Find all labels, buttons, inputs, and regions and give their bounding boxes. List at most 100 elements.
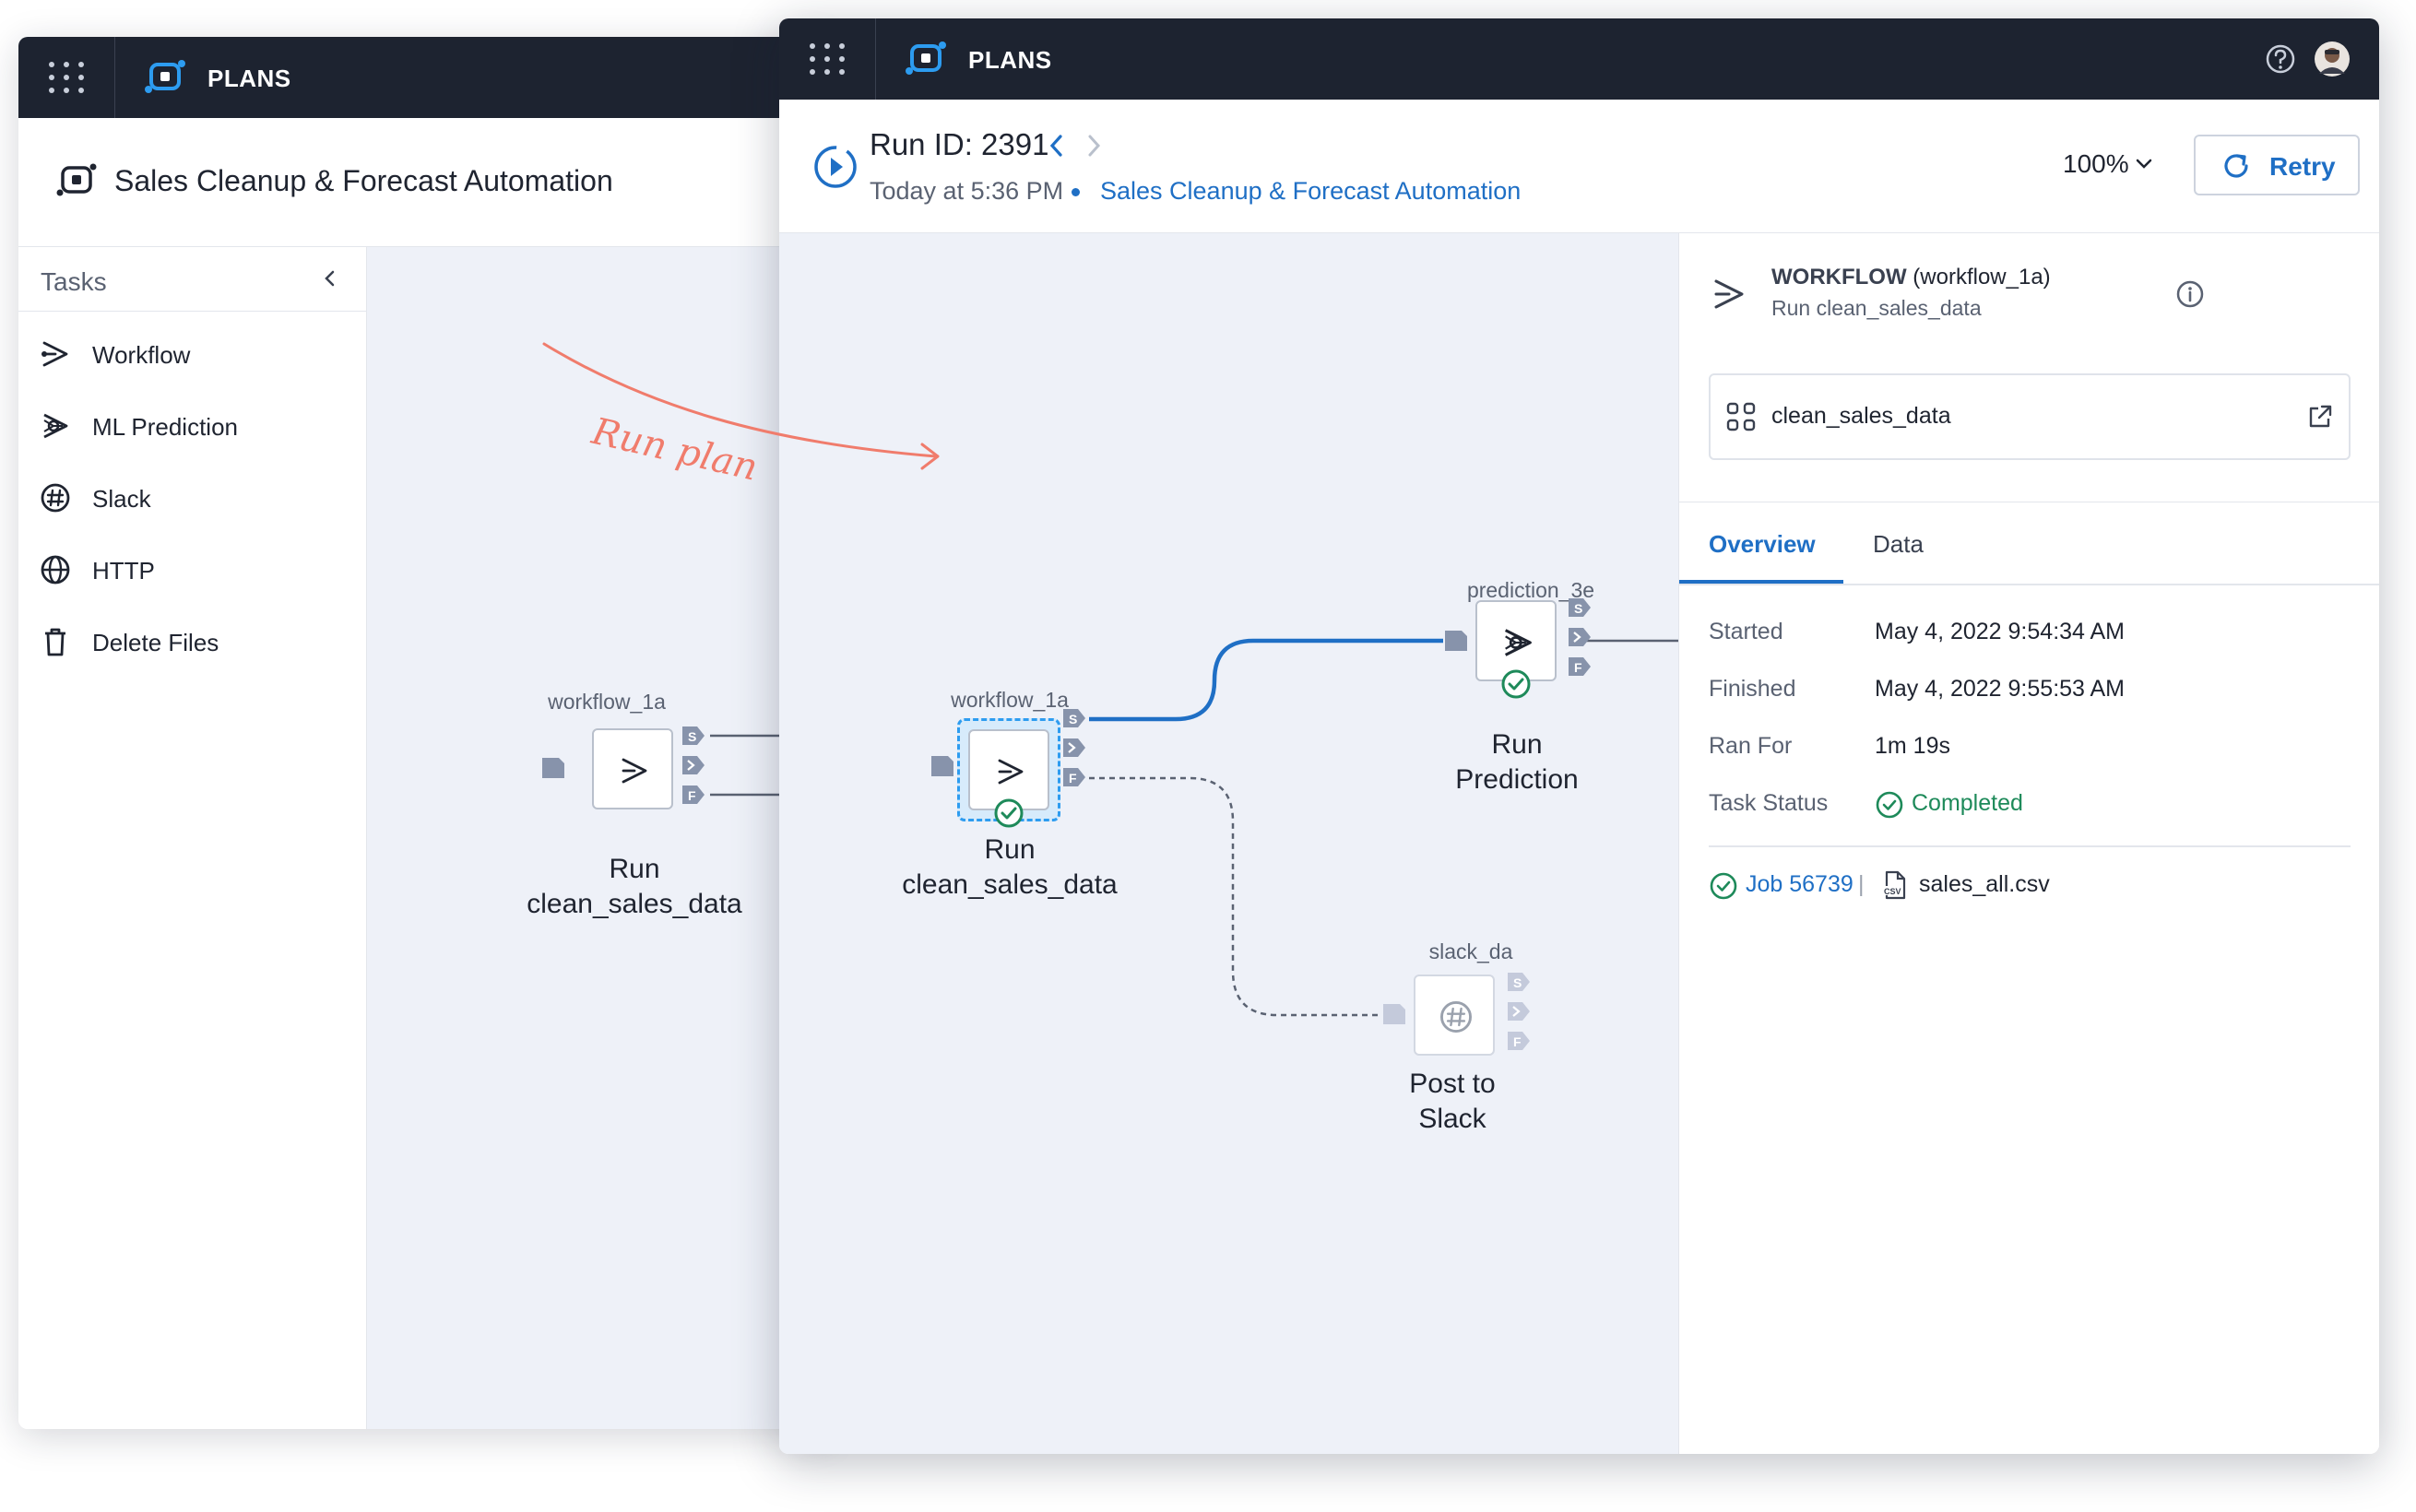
run-id: Run ID: 2391 — [870, 127, 1049, 161]
separator: | — [1858, 871, 1865, 897]
run-time: Today at 5:36 PM — [870, 177, 1064, 205]
input-port-icon — [542, 758, 564, 778]
output-ports-icon: S F — [682, 726, 705, 804]
node-label-line2: Slack — [1418, 1104, 1486, 1134]
globe-icon — [41, 555, 70, 585]
node-label-line2: Prediction — [1455, 764, 1579, 795]
chevron-right-icon[interactable] — [1080, 127, 1107, 164]
plan-link[interactable]: Sales Cleanup & Forecast Automation — [1100, 177, 1522, 205]
tab-data[interactable]: Data — [1873, 530, 1924, 558]
prediction-node[interactable] — [1475, 600, 1557, 681]
task-detail-panel: WORKFLOW (workflow_1a) Run clean_sales_d… — [1678, 233, 2379, 1454]
separator-dot — [1072, 188, 1080, 196]
divider — [1709, 845, 2351, 847]
plan-header: Sales Cleanup & Forecast Automation — [18, 118, 830, 247]
task-item-delete-files[interactable]: Delete Files — [18, 608, 367, 673]
input-port-icon — [1445, 631, 1467, 651]
chevron-left-icon[interactable] — [1043, 127, 1071, 164]
workflow-icon — [41, 341, 68, 367]
refresh-icon — [2224, 154, 2248, 178]
node-name: workflow_1a — [951, 688, 1069, 712]
started-value: May 4, 2022 9:54:34 AM — [1875, 619, 2126, 644]
workflow-node[interactable] — [592, 728, 673, 809]
brand-name: PLANS — [207, 65, 291, 92]
csv-file-icon: CSV — [1883, 870, 1906, 900]
task-item-http[interactable]: HTTP — [18, 537, 367, 601]
task-label: Workflow — [92, 341, 191, 369]
started-key: Started — [1709, 619, 1783, 644]
svg-text:S: S — [1513, 975, 1522, 990]
input-port-icon — [931, 756, 953, 776]
retry-label: Retry — [2269, 152, 2336, 181]
info-icon[interactable] — [2175, 279, 2205, 309]
task-status-key: Task Status — [1709, 790, 1829, 816]
workflow-icon — [1714, 279, 1744, 309]
ml-prediction-icon — [43, 413, 68, 439]
app-grid-icon[interactable] — [18, 37, 115, 118]
ran-for-value: 1m 19s — [1875, 733, 1950, 759]
svg-text:CSV: CSV — [1884, 887, 1901, 896]
node-label-line1: Run — [609, 854, 660, 884]
svg-text:F: F — [1513, 1034, 1522, 1049]
top-bar: PLANS — [779, 18, 2379, 100]
workflow-graph-icon — [1726, 402, 1756, 431]
tab-overview[interactable]: Overview — [1709, 530, 1816, 558]
output-ports-icon: S F — [1508, 973, 1530, 1050]
workflow-card-label: clean_sales_data — [1771, 403, 1951, 429]
plans-logo-icon — [145, 60, 185, 93]
task-type-id: (workflow_1a) — [1913, 265, 2051, 289]
plans-logo-icon — [906, 41, 946, 75]
workflow-card[interactable]: clean_sales_data — [1709, 373, 2351, 460]
task-item-workflow[interactable]: Workflow — [18, 321, 367, 385]
slack-node[interactable] — [1414, 975, 1495, 1056]
task-item-ml-prediction[interactable]: ML Prediction — [18, 393, 367, 457]
task-type-title: WORKFLOW (workflow_1a) — [1771, 265, 2051, 290]
node-label-line2: clean_sales_data — [902, 869, 1118, 900]
node-label-line1: Run — [984, 834, 1036, 865]
workflow-icon — [622, 758, 647, 784]
zoom-level[interactable]: 100% — [2063, 149, 2129, 178]
plan-editor-window: PLANS Sales Cleanup & Forecast Automatio… — [18, 37, 830, 1429]
input-port-icon — [1383, 1004, 1405, 1024]
output-ports-icon: S F — [1063, 709, 1085, 786]
output-ports-icon: S F — [1569, 598, 1591, 676]
avatar[interactable] — [2314, 41, 2351, 77]
retry-button[interactable]: Retry — [2194, 135, 2360, 195]
chevron-down-icon[interactable] — [2133, 153, 2155, 175]
help-icon[interactable] — [2264, 42, 2297, 76]
top-bar: PLANS — [18, 37, 830, 118]
ran-for-key: Ran For — [1709, 733, 1793, 759]
svg-text:F: F — [1574, 660, 1582, 675]
finished-key: Finished — [1709, 676, 1796, 702]
external-link-icon[interactable] — [2306, 403, 2334, 431]
job-link[interactable]: Job 56739 — [1746, 871, 1853, 897]
ml-prediction-icon — [1504, 629, 1532, 656]
task-status-value: Completed — [1912, 790, 2023, 816]
node-name: slack_da — [1428, 939, 1513, 963]
task-item-slack[interactable]: Slack — [18, 465, 367, 529]
run-canvas[interactable]: workflow_1a S F Run clean_sales_data pre… — [779, 233, 1678, 1454]
plan-canvas[interactable]: workflow_1a S F Run clean_sales_data — [367, 247, 830, 1429]
run-header: Run ID: 2391 Today at 5:36 PM Sales Clea… — [779, 100, 2379, 233]
tasks-sidebar: Tasks Workflow ML Prediction — [18, 247, 367, 1429]
trash-icon — [45, 628, 65, 656]
task-label: Slack — [92, 485, 151, 513]
success-check-icon — [994, 798, 1024, 828]
svg-text:S: S — [1574, 601, 1582, 616]
success-check-icon — [1876, 791, 1903, 819]
active-tab-indicator — [1679, 580, 1843, 584]
svg-text:S: S — [1069, 712, 1077, 726]
finished-value: May 4, 2022 9:55:53 AM — [1875, 676, 2126, 702]
file-name[interactable]: sales_all.csv — [1919, 871, 2050, 897]
plan-run-window: PLANS Run ID: 2391 Today at 5:36 PM Sale… — [779, 18, 2379, 1454]
app-grid-icon[interactable] — [779, 18, 876, 100]
plan-title: Sales Cleanup & Forecast Automation — [114, 164, 613, 197]
task-type-label: WORKFLOW — [1771, 265, 1907, 289]
workflow-icon — [998, 759, 1024, 785]
chevron-left-icon[interactable] — [317, 266, 343, 291]
plan-icon — [56, 163, 97, 196]
task-subtitle: Run clean_sales_data — [1771, 296, 1982, 320]
node-name: prediction_3e — [1466, 578, 1595, 602]
node-label-line1: Post to — [1409, 1069, 1496, 1099]
detail-tabs: Overview Data — [1679, 502, 2379, 585]
